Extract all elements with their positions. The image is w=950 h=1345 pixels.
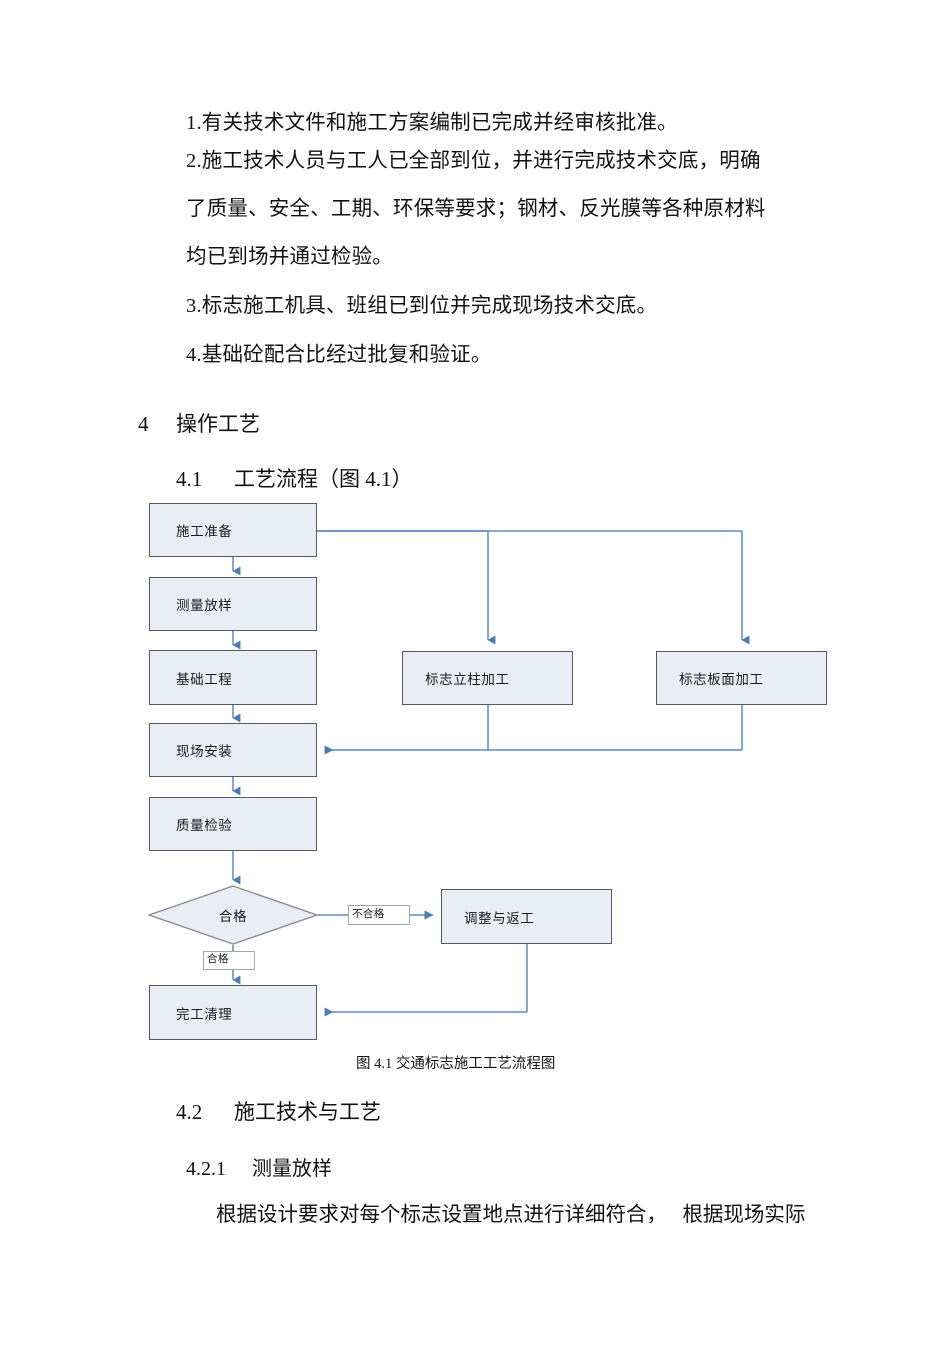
flow-node-install[interactable]: 现场安装 — [149, 723, 317, 777]
flow-node-survey-label: 测量放样 — [176, 598, 233, 613]
flow-node-post-fabrication-label: 标志立柱加工 — [425, 672, 510, 687]
flow-node-prep[interactable]: 施工准备 — [149, 503, 317, 557]
preconditions-block: 1.有关技术文件和施工方案编制已完成并经审核批准。 2.施工技术人员与工人已全部… — [186, 108, 826, 370]
decision-diamond-shape — [148, 885, 318, 945]
precondition-line-4: 均已到场并通过检验。 — [186, 246, 393, 268]
flow-node-decision-label: 合格 — [218, 909, 248, 924]
heading-4-title: 操作工艺 — [176, 412, 260, 436]
precondition-line-5: 3.标志施工机具、班组已到位并完成现场技术交底。 — [186, 295, 658, 317]
flow-node-panel-fabrication[interactable]: 标志板面加工 — [656, 651, 827, 705]
heading-41-title: 工艺流程（图 4.1） — [234, 467, 413, 491]
heading-421-title: 测量放样 — [252, 1158, 332, 1180]
figure-caption: 图 4.1 交通标志施工工艺流程图 — [356, 1056, 556, 1072]
flow-node-post-fabrication[interactable]: 标志立柱加工 — [402, 651, 573, 705]
flow-node-rework-label: 调整与返工 — [464, 910, 535, 926]
heading-section-4: 4 操作工艺 — [138, 408, 260, 438]
heading-section-4-2: 4.2 施工技术与工艺 — [176, 1096, 381, 1126]
flow-node-panel-fabrication-label: 标志板面加工 — [679, 672, 764, 687]
heading-4-number: 4 — [138, 412, 149, 436]
flow-node-cleanup[interactable]: 完工清理 — [149, 985, 317, 1040]
heading-41-number: 4.1 — [176, 467, 203, 491]
heading-section-4-1: 4.1 工艺流程（图 4.1） — [176, 463, 413, 493]
edge-label-pass: 合格 — [203, 951, 255, 970]
precondition-line-6: 4.基础砼配合比经过批复和验证。 — [186, 344, 492, 366]
flow-node-install-label: 现场安装 — [176, 744, 233, 759]
flow-node-rework[interactable]: 调整与返工 — [441, 889, 612, 944]
flow-node-prep-label: 施工准备 — [176, 524, 233, 539]
precondition-line-1: 1.有关技术文件和施工方案编制已完成并经审核批准。 — [186, 112, 678, 134]
heading-421-number: 4.2.1 — [186, 1158, 226, 1180]
heading-42-number: 4.2 — [176, 1100, 203, 1124]
precondition-line-2: 2.施工技术人员与工人已全部到位，并进行完成技术交底，明确 — [186, 150, 761, 172]
flow-node-survey[interactable]: 测量放样 — [149, 577, 317, 631]
flow-node-decision[interactable]: 合格 — [148, 885, 318, 945]
flow-node-inspect[interactable]: 质量检验 — [149, 797, 317, 851]
heading-section-4-2-1: 4.2.1 测量放样 — [186, 1152, 332, 1181]
body-text-421: 根据设计要求对每个标志设置地点进行详细符合， 根据现场实际 — [216, 1204, 806, 1226]
flow-node-foundation[interactable]: 基础工程 — [149, 650, 317, 705]
flow-node-cleanup-label: 完工清理 — [176, 1006, 233, 1022]
edge-label-fail: 不合格 — [348, 905, 410, 925]
flow-node-foundation-label: 基础工程 — [176, 671, 233, 687]
heading-42-title: 施工技术与工艺 — [234, 1100, 381, 1124]
flow-node-inspect-label: 质量检验 — [176, 818, 233, 833]
precondition-line-3: 了质量、安全、工期、环保等要求；钢材、反光膜等各种原材料 — [186, 198, 766, 220]
